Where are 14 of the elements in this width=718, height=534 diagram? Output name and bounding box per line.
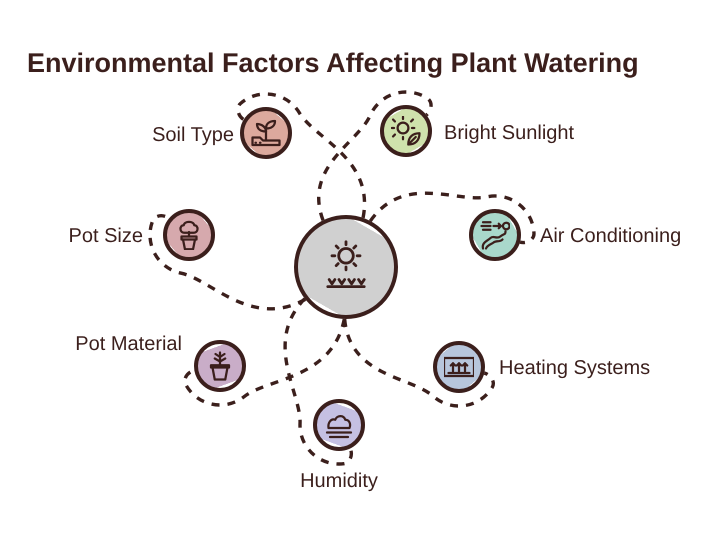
factor-label: Soil Type xyxy=(152,123,234,147)
title: Environmental Factors Affecting Plant Watering xyxy=(27,47,639,80)
dashed-curve xyxy=(236,92,366,218)
factor-label: Pot Size xyxy=(68,224,143,248)
factor-label: Air Conditioning xyxy=(540,224,682,248)
factor-label: Humidity xyxy=(300,469,378,493)
dashed-curve xyxy=(148,214,306,310)
factor-label: Bright Sunlight xyxy=(444,121,574,145)
dashed-curve xyxy=(183,318,346,407)
dashed-curve xyxy=(369,192,536,244)
dashed-curve xyxy=(342,318,495,408)
factor-label: Pot Material xyxy=(75,332,182,356)
dashed-curve xyxy=(283,298,353,466)
factor-label: Heating Systems xyxy=(499,356,650,380)
